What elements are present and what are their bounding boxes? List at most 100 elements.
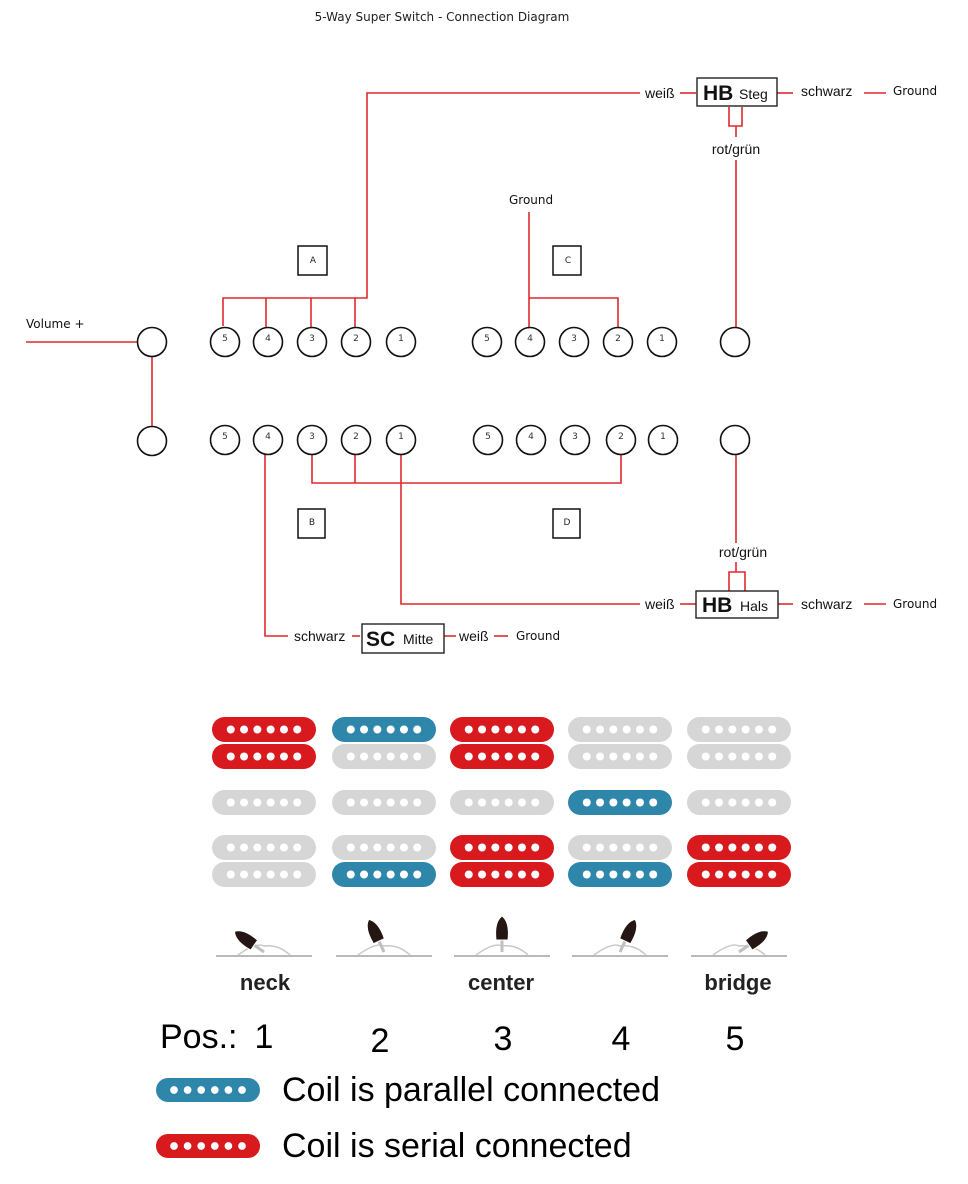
position-number-2: 2 [371,1022,390,1060]
pole-piece [293,843,302,852]
wire-b3-d2-bus [311,454,622,484]
pickup-bridge: weiß HB Steg schwarz Ground rot/grün [644,77,937,157]
lever-tip-icon [738,930,770,954]
pole-piece [478,725,487,734]
svg-text:A: A [310,256,317,266]
pole-piece [622,725,631,734]
pole-piece [649,870,658,879]
pickup-middle: schwarz SC Mitte weiß Ground [294,623,560,654]
lug-right-top [719,326,751,358]
svg-text:D: D [564,518,571,528]
bridge-coil-bottom [212,862,316,887]
pos-prefix: Pos.: [160,1018,237,1056]
pole-piece [266,870,275,879]
pole-piece [649,752,658,761]
bridge-black-label: schwarz [801,83,852,99]
bridge-coil-top [332,835,436,860]
pole-piece [622,798,631,807]
wire-bridge-tap-loop [728,107,743,127]
legend-item-serial: Coil is serial connected [156,1127,632,1165]
lug-d-1: 1 [647,424,679,456]
switch-lever-pos-5: bridge [691,930,787,995]
pole-piece [728,752,737,761]
pole-piece [504,870,513,879]
pole-piece [386,752,395,761]
position-number-5: 5 [726,1020,745,1058]
bridge-tap-label: rot/grün [712,141,760,157]
lug-number: 1 [659,334,665,344]
lug-number: 3 [309,334,315,344]
pole-piece [240,752,249,761]
lug-number: 2 [353,334,359,344]
pole-piece [266,752,275,761]
pole-piece [741,725,750,734]
bridge-coil-bottom [450,862,554,887]
neck-coil-top [450,717,554,742]
pole-piece [582,725,591,734]
pole-piece [504,798,513,807]
pole-piece [635,843,644,852]
pole-piece [240,843,249,852]
deck-label-b: B [297,508,326,539]
wire-deck-a-to-bridge-white [222,92,640,326]
pole-piece [478,870,487,879]
pole-piece [386,870,395,879]
pole-piece [170,1142,178,1150]
pole-piece [253,798,262,807]
pole-piece [478,798,487,807]
pole-piece [360,843,369,852]
svg-text:C: C [565,256,571,266]
pickup-neck: weiß HB Hals schwarz Ground rot/grün [644,544,937,619]
neck-coil-bottom [687,744,791,769]
bridge-coil-top [687,835,791,860]
lug-number: 5 [485,432,491,442]
neck-black-label: schwarz [801,596,852,612]
neck-coil-bottom [212,744,316,769]
lug-b-5: 5 [209,424,241,456]
wire-neck-tap-loop [728,571,746,591]
position-number-1: 1 [255,1018,274,1056]
lever-tip-icon [366,918,386,953]
pole-piece [253,870,262,879]
pole-piece [183,1142,192,1150]
neck-tap-label: rot/grün [719,544,767,560]
pole-piece [346,843,355,852]
switch-lever-pos-4 [572,918,668,957]
pole-piece [715,843,724,852]
pole-piece [253,725,262,734]
pole-piece [464,843,473,852]
pole-piece [226,752,235,761]
pole-piece [635,798,644,807]
lug-number: 5 [484,334,490,344]
lug-b-1: 1 [385,424,417,456]
switch-lever-pos-1: neck [216,930,312,995]
bridge-name: Steg [739,86,768,102]
lug-d-2: 2 [605,424,637,456]
lug-d-5: 5 [472,424,504,456]
pole-piece [224,1142,233,1150]
pole-piece [531,798,540,807]
pole-piece [293,798,302,807]
middle-type: SC [366,628,395,651]
middle-name: Mitte [403,631,434,647]
pole-piece [635,725,644,734]
pole-piece [715,870,724,879]
pole-piece [504,725,513,734]
lever-tip-icon [618,918,638,953]
middle-coil [568,790,672,815]
lug-number: 1 [398,334,404,344]
pole-piece [754,752,763,761]
legend-swatch-serial [156,1134,260,1158]
lug-b-3: 3 [296,424,328,456]
pole-piece [240,725,249,734]
neck-coil-bottom [450,744,554,769]
pole-piece [649,725,658,734]
neck-type: HB [702,594,732,617]
pole-piece [517,870,526,879]
neck-coil-bottom [568,744,672,769]
pole-piece [491,870,500,879]
pole-piece [399,798,408,807]
